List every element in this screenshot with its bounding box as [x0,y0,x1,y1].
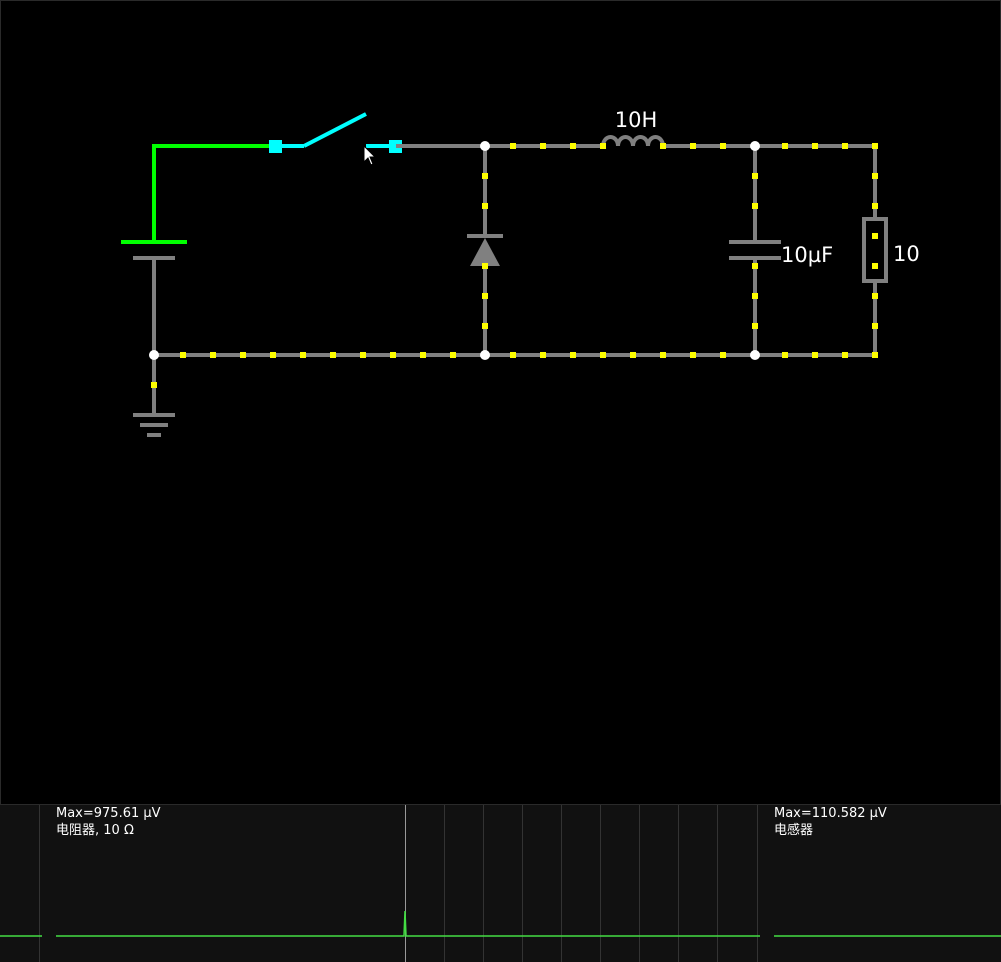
switch-post-right [389,140,402,153]
ground[interactable] [133,355,175,437]
wire-battery-to-switch[interactable] [152,144,276,242]
scope-right-info: Max=110.582 µV 电感器 [774,805,887,839]
current-dots [151,143,878,388]
resistor-label: 10 [893,242,920,266]
switch[interactable] [269,112,402,153]
scope-right-name: 电感器 [774,823,814,838]
diode[interactable] [467,146,503,355]
capacitor[interactable]: 10µF [729,146,833,355]
mouse-pointer-icon [363,144,377,166]
scope-panel[interactable]: Max=975.61 µV 电阻器, 10 Ω Max=110.582 µV 电… [0,805,1001,962]
inductor-label: 10H [615,108,658,132]
battery[interactable] [121,240,187,355]
scope-left-name: 电阻器, 10 Ω [56,823,134,838]
circuit-canvas[interactable]: 10H 10µF 10 [0,0,1001,805]
switch-post-left [269,140,282,153]
capacitor-label: 10µF [781,243,833,267]
scope-left-trace [0,910,760,937]
scope-right-max: Max=110.582 µV [774,806,887,821]
canvas-border [0,0,1001,805]
junction-nodes [149,141,760,360]
scope-left-max: Max=975.61 µV [56,806,161,821]
scope-left-info: Max=975.61 µV 电阻器, 10 Ω [56,805,161,839]
inductor[interactable]: 10H [601,108,665,147]
